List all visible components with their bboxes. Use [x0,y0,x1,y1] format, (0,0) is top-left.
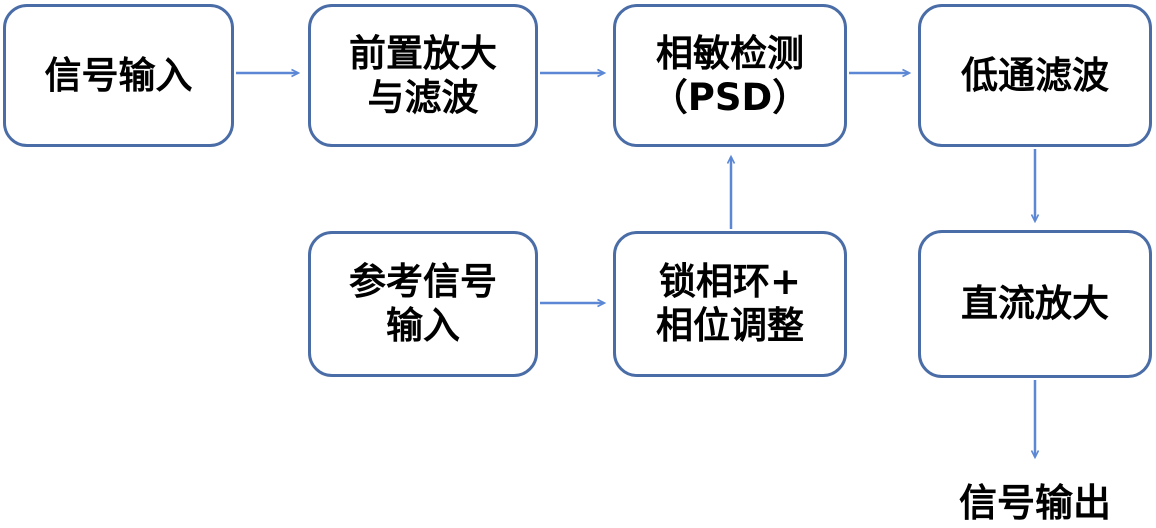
node-pll-phase-adjust-label-line1: 锁相环+ [658,260,801,304]
node-pll-phase-adjust-label-line2: 相位调整 [656,304,804,347]
node-reference-input-label-line2: 输入 [386,304,460,347]
node-lowpass-filter: 低通滤波 [918,4,1152,147]
node-reference-input: 参考信号 输入 [308,231,538,377]
node-psd-label-line1: 相敏检测 [656,31,804,75]
node-psd: 相敏检测 （PSD） [613,4,847,147]
node-preamp-filter-label-line2: 与滤波 [367,75,479,119]
node-lowpass-filter-label: 低通滤波 [961,53,1109,97]
node-signal-input: 信号输入 [3,4,234,147]
node-pll-phase-adjust: 锁相环+ 相位调整 [613,231,847,377]
node-dc-amplifier: 直流放大 [918,230,1152,378]
node-dc-amplifier-label: 直流放大 [961,282,1109,326]
node-signal-input-label: 信号输入 [44,53,193,97]
node-psd-label-line2: （PSD） [650,75,810,119]
node-preamp-filter-label-line1: 前置放大 [349,31,497,75]
node-reference-input-label-line1: 参考信号 [349,260,497,304]
signal-output-label: 信号输出 [958,481,1111,525]
node-preamp-filter: 前置放大 与滤波 [308,4,538,147]
